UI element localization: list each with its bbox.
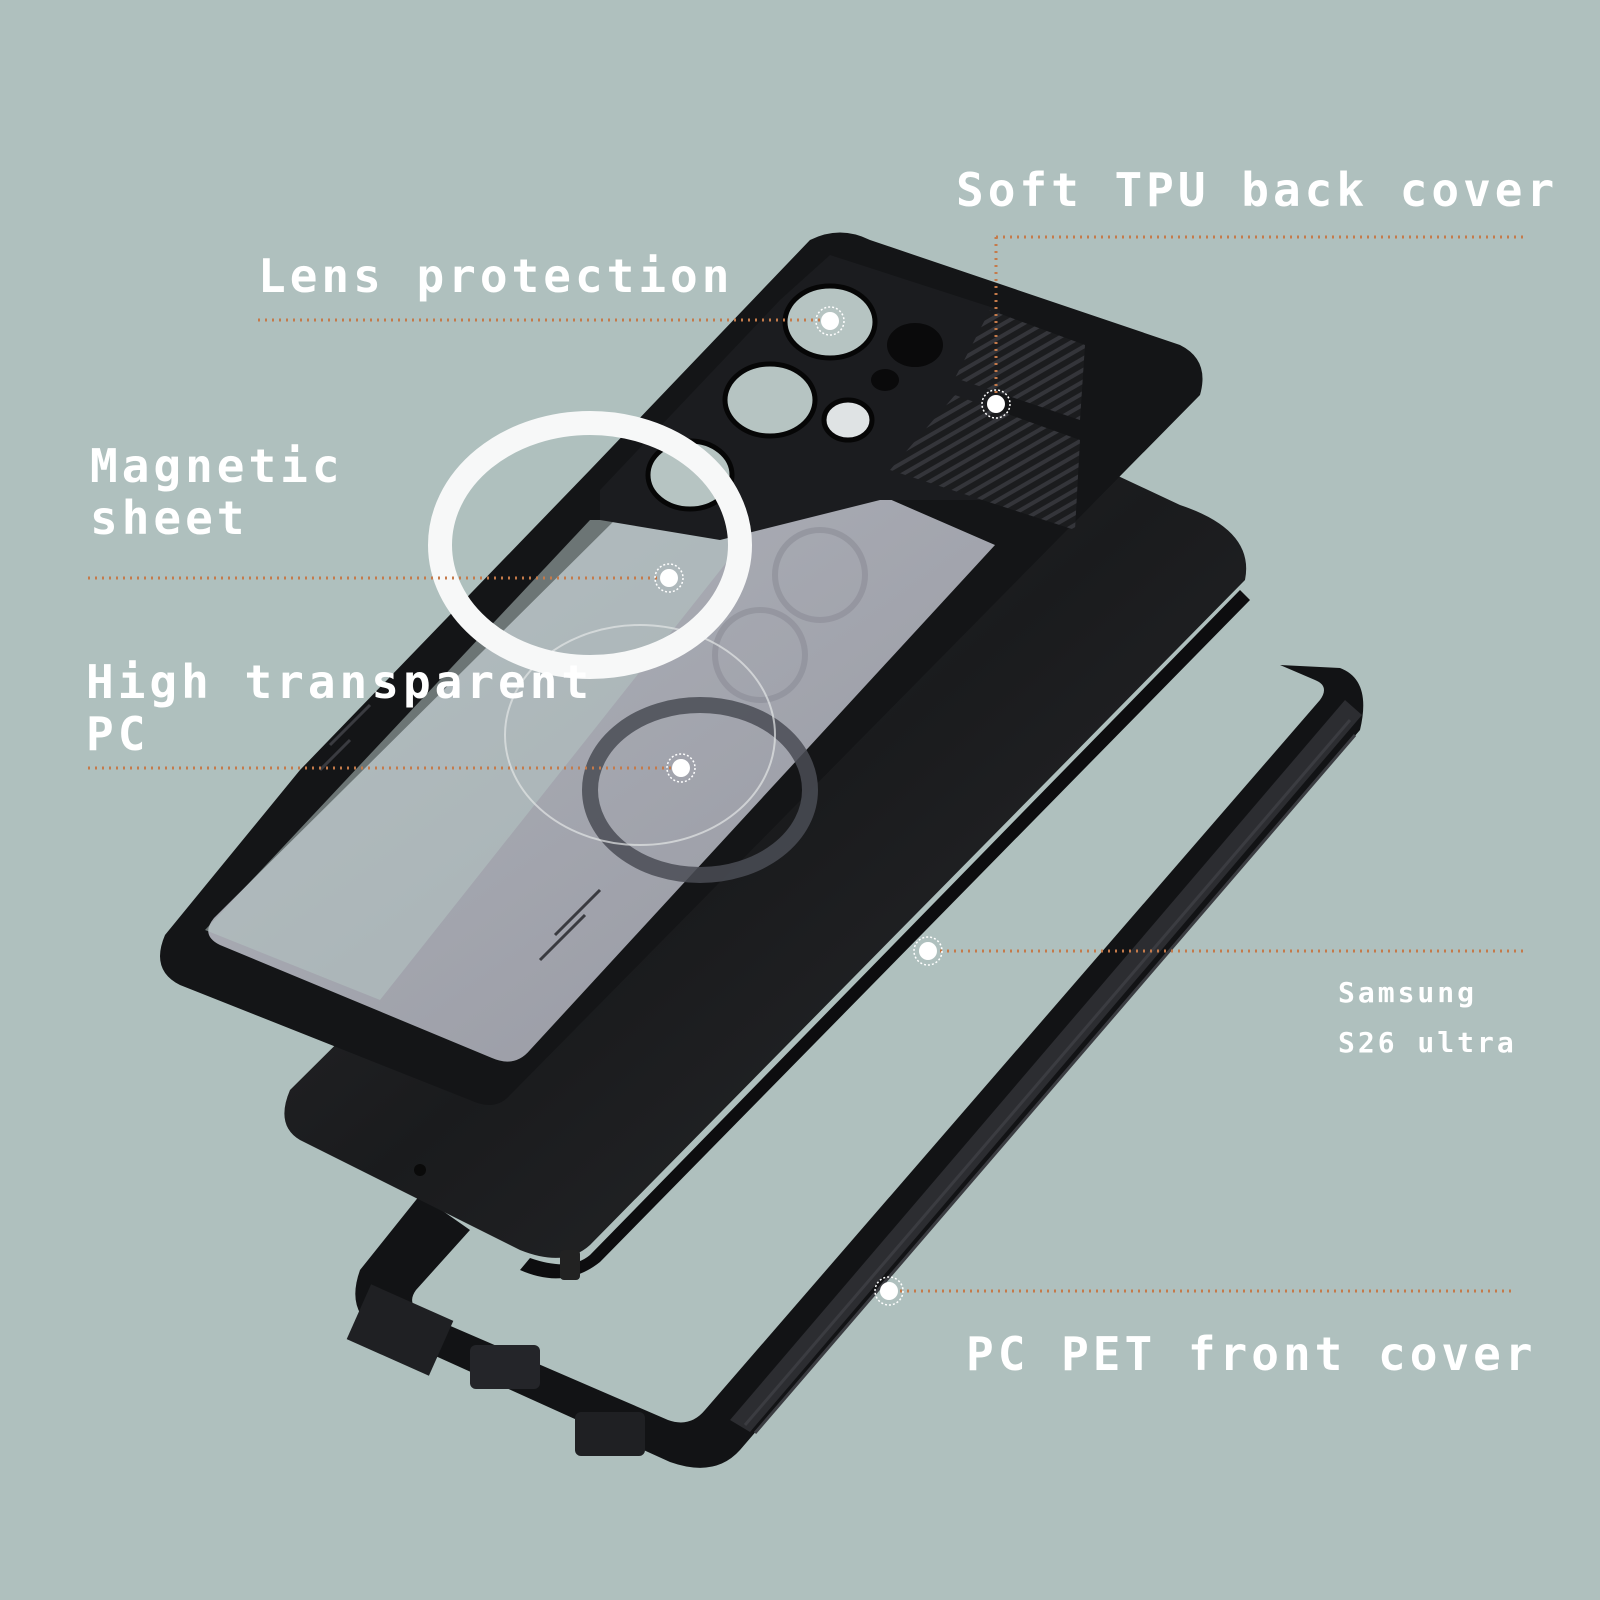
label-magnetic-sheet: Magnetic sheet [90, 440, 344, 544]
label-text: Soft TPU back cover [956, 163, 1559, 217]
dot-front [874, 1276, 904, 1306]
label-line-2: PC [86, 707, 150, 761]
dot-tpu [981, 389, 1011, 419]
label-line-2: sheet [90, 491, 249, 545]
label-soft-tpu-back-cover: Soft TPU back cover [956, 163, 1559, 217]
dot-magnetic [654, 563, 684, 593]
magnetic-ring [428, 411, 752, 679]
label-line-1: High transparent [86, 655, 594, 709]
label-pc-pet-front-cover: PC PET front cover [966, 1327, 1537, 1381]
label-lens-protection: Lens protection [258, 249, 734, 303]
label-text: PC PET front cover [966, 1327, 1537, 1381]
label-device-model: Samsung S26 ultra [1338, 968, 1517, 1068]
label-line-1: Samsung [1338, 976, 1478, 1009]
label-line-1: Magnetic [90, 439, 344, 493]
dot-pc [666, 753, 696, 783]
dot-lens [815, 306, 845, 336]
leader-lines [88, 235, 1528, 1293]
callout-dots [654, 306, 1011, 1306]
front-cover-frame [346, 665, 1364, 1468]
label-text: Lens protection [258, 249, 734, 303]
label-line-2: S26 ultra [1338, 1026, 1517, 1059]
dot-device [913, 936, 943, 966]
label-high-transparent-pc: High transparent PC [86, 656, 593, 760]
